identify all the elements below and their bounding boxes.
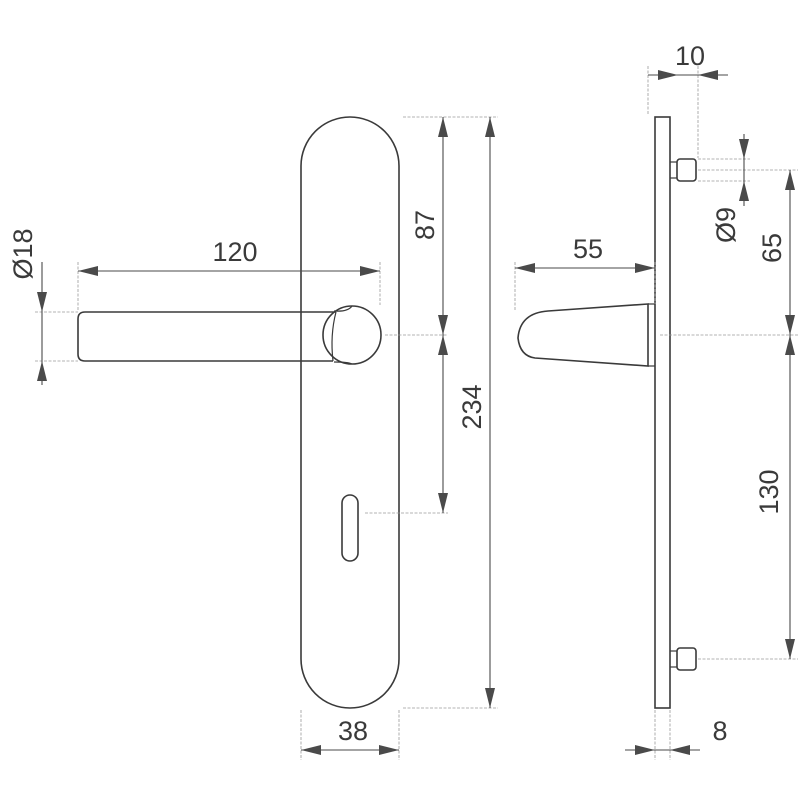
label-lever-diameter: Ø18 — [8, 228, 38, 279]
label-axis-to-bottom: 234 — [457, 384, 487, 429]
lever-neck — [331, 305, 353, 365]
side-lever-profile — [517, 303, 649, 367]
label-projection: 55 — [573, 234, 603, 264]
label-plate-thickness: 8 — [712, 716, 727, 746]
label-plate-width: 38 — [338, 716, 368, 746]
label-top-to-axis: 87 — [410, 210, 440, 240]
backplate-outline — [300, 116, 400, 709]
label-screw-to-axis: 65 — [757, 233, 787, 263]
label-screw-offset: 10 — [675, 41, 705, 71]
upper-screw-boss — [676, 158, 697, 182]
label-lever-length: 120 — [212, 237, 257, 267]
keyhole — [341, 494, 359, 562]
front-dimension-lines — [37, 117, 495, 755]
side-view — [517, 116, 697, 709]
side-plate — [654, 116, 671, 709]
dimension-labels: 120 Ø18 87 234 38 55 10 Ø9 65 130 8 — [8, 41, 787, 746]
front-view — [77, 116, 400, 709]
side-extension-lines — [514, 66, 798, 760]
label-screw-diameter: Ø9 — [711, 207, 741, 243]
lever-outline — [77, 311, 336, 362]
side-dimension-lines — [515, 70, 795, 755]
lower-screw-boss — [676, 647, 697, 671]
label-axis-to-lower-screw: 130 — [754, 469, 784, 514]
